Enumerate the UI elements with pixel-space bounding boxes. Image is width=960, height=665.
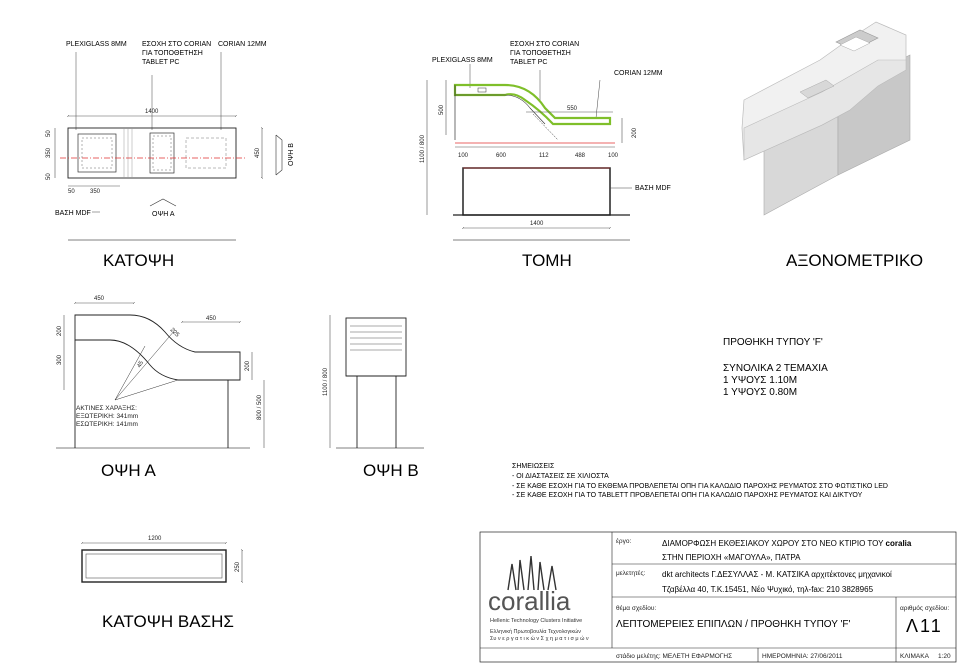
notes-line-3: - ΣΕ ΚΑΘΕ ΕΣΟΧΗ ΓΙΑ ΤΟ TABLETT ΠΡΟΒΛΕΠΕΤ… [512, 492, 863, 499]
section-dim-1400: 1400 [530, 221, 544, 227]
section-dim-488: 488 [575, 153, 586, 159]
view-a-top-profile [74, 314, 241, 381]
view-b: 1100 / 800 ΟΨΗ Β [323, 315, 424, 480]
plan-dim-50b: 50 [46, 173, 52, 180]
tb-project-label: έργο: [616, 537, 631, 545]
notes-line-1: - ΟΙ ΔΙΑΣΤΑΣΕΙΣ ΣΕ ΧΙΛΙΟΣΤΑ [512, 473, 609, 480]
section-base-label: ΒΑΣΗ MDF [635, 185, 671, 192]
section-dim-1100: 1100 / 800 [420, 134, 426, 163]
section-top-corian [453, 83, 612, 126]
plan-dim-bot-50: 50 [68, 189, 75, 195]
tb-study-line1: dkt architects Γ.ΔΕΣΥΛΛΑΣ - Μ. ΚΑΤΣΙΚΑ α… [662, 570, 892, 579]
corallia-logo-sub: Hellenic Technology Clusters Initiative [490, 618, 582, 624]
product-line-1: ΣΥΝΟΛΙΚΑ 2 ΤΕΜΑΧΙΑ [723, 363, 828, 374]
tb-date: ΗΜΕΡΟΜΗΝΙΑ: 27/06/2011 [762, 653, 843, 660]
section-base [462, 167, 611, 216]
tb-drawing-title: ΛΕΠΤΟΜΕΡΕΙΕΣ ΕΠΙΠΛΩΝ / ΠΡΟΘΗΚΗ ΤΥΠΟΥ 'F' [616, 619, 851, 630]
plan-dim-top: 1400 [145, 109, 159, 115]
section-dim-200: 200 [632, 127, 638, 138]
base-plan-outline [81, 549, 227, 583]
section-dim-500: 500 [439, 104, 445, 115]
notes-line-2: - ΣΕ ΚΑΘΕ ΕΣΟΧΗ ΓΙΑ ΤΟ ΕΚΘΕΜΑ ΠΡΟΒΛΕΠΕΤΑ… [512, 483, 888, 490]
view-a-dim-45: 45 [137, 360, 146, 369]
section-note-corian: CORIAN 12MM [614, 70, 663, 77]
tb-project-client: coralia [886, 539, 912, 548]
tb-number-label: αριθμός σχεδίου: [900, 604, 949, 612]
view-a-dim-800: 800 / 500 [257, 394, 263, 420]
product-title: ΠΡΟΘΗΚΗ ΤΥΠΟΥ 'F' [723, 337, 823, 348]
corallia-logo-greek2: Συ ν ε ρ γ α τ ι κ ώ ν Σ χ η μ α τ ι σ μ… [490, 635, 589, 642]
tb-project-line1: ΔΙΑΜΟΡΦΩΣΗ ΕΚΘΕΣΙΑΚΟΥ ΧΩΡΟΥ ΣΤΟ ΝΕΟ ΚΤΙΡ… [662, 539, 912, 548]
section-dim-100b: 100 [608, 153, 619, 159]
product-info: ΠΡΟΘΗΚΗ ΤΥΠΟΥ 'F' ΣΥΝΟΛΙΚΑ 2 ΤΕΜΑΧΙΑ 1 Υ… [723, 337, 828, 398]
tb-stage: στάδιο μελέτης: ΜΕΛΕΤΗ ΕΦΑΡΜΟΓΗΣ [616, 652, 732, 660]
product-line-3: 1 ΥΨΟΥΣ 0.80Μ [723, 387, 797, 398]
title-block: έργο: ΔΙΑΜΟΡΦΩΣΗ ΕΚΘΕΣΙΑΚΟΥ ΧΩΡΟΥ ΣΤΟ ΝΕ… [479, 531, 957, 663]
view-a-dim-225: 225 [169, 327, 181, 339]
section-title: ΤΟΜΗ [522, 251, 572, 270]
view-a-dim-450a: 450 [94, 296, 105, 302]
tb-study-label: μελετητές: [616, 569, 646, 577]
section-note-plexiglass: PLEXIGLASS 8MM [432, 57, 493, 64]
section-dim-100a: 100 [458, 153, 469, 159]
base-plan-dim-250: 250 [235, 561, 241, 572]
notes-heading: ΣΗΜΕΙΩΣΕΙΣ [512, 463, 555, 470]
view-a-dim-450b: 450 [206, 316, 217, 322]
view-a: 450 450 225 200 300 45 200 800 / 500 ΑΚΤ… [56, 296, 265, 480]
view-b-dim-1100: 1100 / 800 [323, 367, 329, 396]
plan-dim-350: 350 [46, 147, 52, 158]
tb-drawing-label: θέμα σχεδίου: [616, 604, 656, 612]
base-plan-title: ΚΑΤΟΨΗ ΒΑΣΗΣ [102, 612, 234, 631]
plan-dim-450: 450 [255, 147, 261, 158]
plan-dim-50a: 50 [46, 130, 52, 137]
plan-title: ΚΑΤΟΨΗ [103, 251, 174, 270]
plan-view-b-label: ΟΨΗ Β [288, 143, 295, 166]
plan-outline [67, 127, 237, 179]
base-plan-dim-1200: 1200 [148, 536, 162, 542]
corallia-logo-mark [507, 555, 557, 591]
section-dim-112: 112 [539, 153, 549, 159]
axonometric-title: ΑΞΟΝΟΜΕΤΡΙΚΟ [786, 251, 923, 270]
view-a-dim-300: 300 [57, 354, 63, 365]
notes-block: ΣΗΜΕΙΩΣΕΙΣ - ΟΙ ΔΙΑΣΤΑΣΕΙΣ ΣΕ ΧΙΛΙΟΣΤΑ -… [512, 463, 888, 499]
base-plan: 1200 250 ΚΑΤΟΨΗ ΒΑΣΗΣ [82, 536, 242, 631]
plan-note-plexiglass: PLEXIGLASS 8MM [66, 41, 127, 48]
plan-base-label: ΒΑΣΗ MDF [55, 210, 91, 217]
view-a-dim-200b: 200 [245, 360, 251, 371]
view-a-radius-outer: ΕΞΩΤΕΡΙΚΗ: 341mm [76, 413, 138, 420]
view-a-dim-200a: 200 [57, 325, 63, 336]
tb-scale: 1:20 [938, 653, 951, 660]
tb-project-line2: ΣΤΗΝ ΠΕΡΙΟΧΗ «ΜΑΓΟΥΛΑ», ΠΑΤΡΑ [662, 553, 801, 562]
tb-study-line2: Τζαβέλλα 40, Τ.Κ.15451, Νέο Ψυχικό, τηλ-… [662, 585, 874, 594]
section-dim-550: 550 [567, 106, 578, 112]
corallia-logo: corallia Hellenic Technology Clusters In… [488, 555, 589, 642]
view-a-radius-inner: ΕΣΩΤΕΡΙΚΗ: 141mm [76, 421, 138, 428]
product-line-2: 1 ΥΨΟΥΣ 1.10Μ [723, 375, 797, 386]
view-b-title: ΟΨΗ Β [363, 461, 419, 480]
tb-drawing-number: Λ11 [906, 616, 943, 636]
axonometric-view: ΑΞΟΝΟΜΕΤΡΙΚΟ [741, 21, 923, 270]
plan-view-a-label: ΟΨΗ Α [152, 211, 175, 218]
view-b-top-box [345, 317, 407, 377]
corallia-logo-greek1: Ελληνική Πρωτοβουλία Τεχνολογικών [490, 628, 581, 635]
plan-note-corian: CORIAN 12MM [218, 41, 267, 48]
view-a-radii-heading: ΑΚΤΙΝΕΣ ΧΑΡΑΞΗΣ: [76, 405, 137, 412]
corallia-logo-word: corallia [488, 586, 571, 616]
tb-scale-label: ΚΛΙΜΑΚΑ [900, 653, 930, 660]
view-a-title: ΟΨΗ Α [101, 461, 156, 480]
plan-dim-bot-350: 350 [90, 189, 101, 195]
section-dim-600: 600 [496, 153, 507, 159]
tb-project-line1a: ΔΙΑΜΟΡΦΩΣΗ ΕΚΘΕΣΙΑΚΟΥ ΧΩΡΟΥ ΣΤΟ ΝΕΟ ΚΤΙΡ… [662, 539, 886, 548]
